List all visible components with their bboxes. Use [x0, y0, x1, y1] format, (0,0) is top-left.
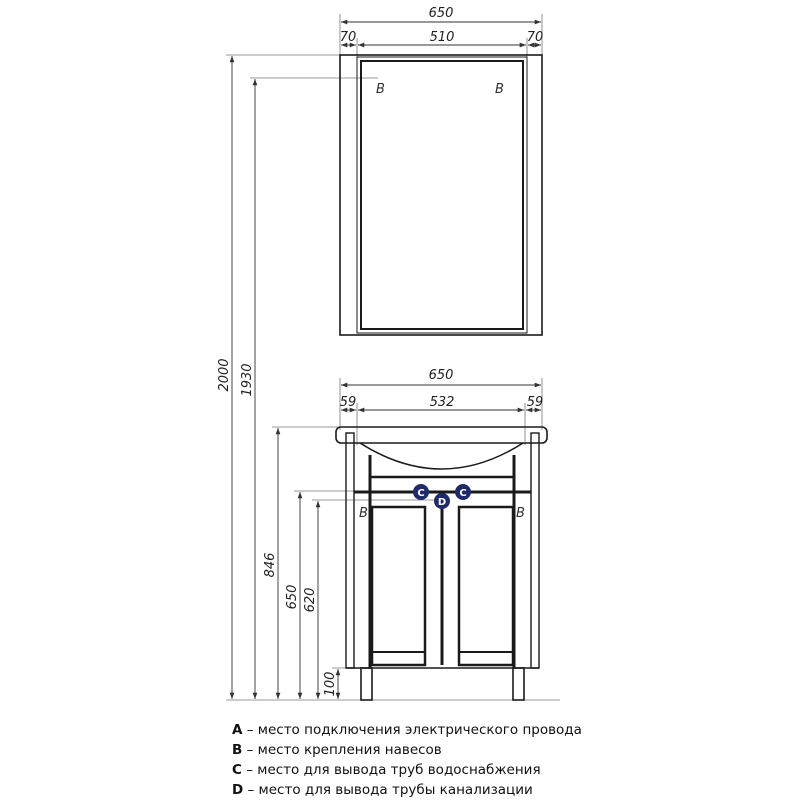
marker-c-right: C — [455, 484, 471, 500]
cabinet-side-left-label: 59 — [340, 395, 357, 410]
mirror-side-right-label: 70 — [527, 30, 544, 45]
marker-c-left: C — [413, 484, 429, 500]
svg-text:C: C — [459, 488, 466, 499]
cabinet-side-right-label: 59 — [527, 395, 544, 410]
mirror-marker-b-right: B — [495, 82, 504, 97]
mirror — [339, 54, 543, 336]
height-mirror-label: 1930 — [240, 363, 255, 396]
legend-item-b: B – место крепления навесов — [232, 742, 442, 758]
vanity-cabinet — [335, 426, 548, 701]
svg-text:C: C — [417, 488, 424, 499]
mirror-marker-b-left: B — [376, 82, 385, 97]
height-legs-label: 100 — [323, 672, 338, 697]
height-counter-label: 846 — [263, 553, 278, 578]
cabinet-width-label: 650 — [429, 368, 454, 383]
cabinet-center-label: 532 — [430, 395, 455, 410]
mirror-center-label: 510 — [430, 30, 455, 45]
legend-item-c: C – место для вывода труб водоснабжения — [232, 762, 541, 778]
mirror-width-label: 650 — [429, 6, 454, 21]
cabinet-marker-b-right: B — [516, 506, 525, 521]
legend-item-a: A – место подключения электрического про… — [232, 722, 582, 738]
cabinet-marker-b-left: B — [359, 506, 368, 521]
height-pipe-d-label: 620 — [303, 588, 318, 613]
marker-d: D — [434, 493, 450, 509]
svg-text:D: D — [438, 497, 446, 508]
mirror-side-left-label: 70 — [340, 30, 357, 45]
height-pipe-c-label: 650 — [285, 585, 300, 610]
legend: A – место подключения электрического про… — [232, 720, 582, 800]
legend-item-d: D – место для вывода трубы канализации — [232, 782, 533, 798]
height-total-label: 2000 — [217, 358, 232, 391]
